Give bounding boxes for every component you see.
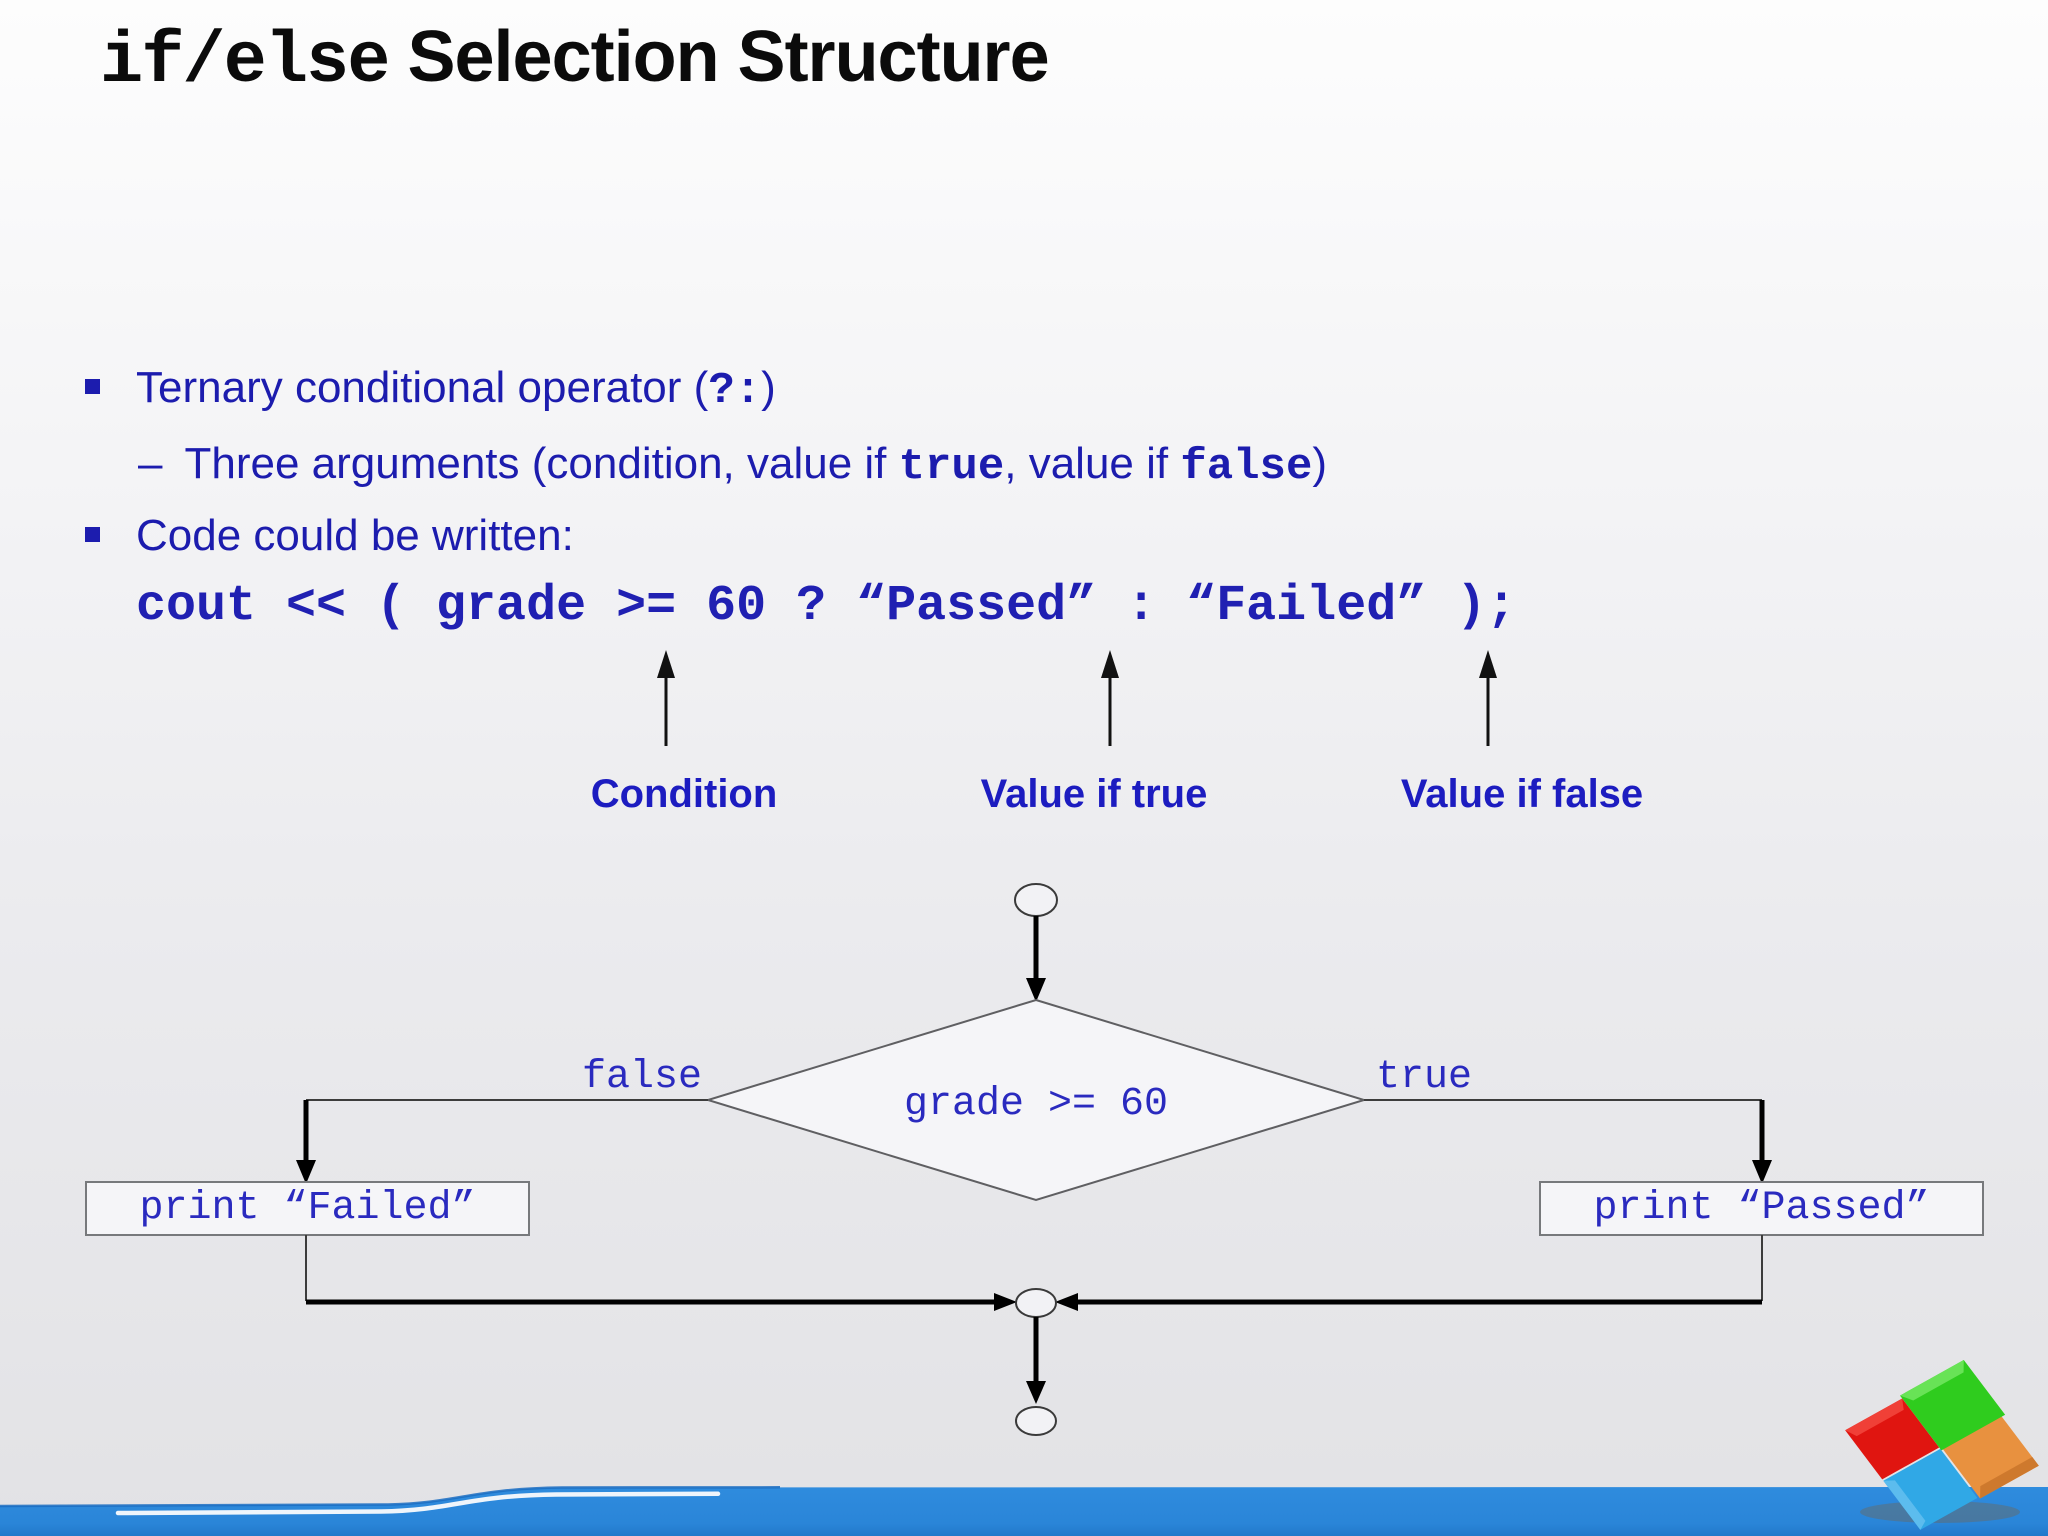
failed-to-merge-line xyxy=(305,1235,1017,1311)
up-arrow-value-true-icon xyxy=(1101,650,1119,746)
passed-process-box xyxy=(1539,1181,1984,1236)
cube-bevel-blue xyxy=(1883,1480,1926,1530)
subbullet-text-pre: Three arguments (condition, value if xyxy=(184,439,899,488)
cube-bevel-green xyxy=(1900,1360,1964,1401)
merge-connector xyxy=(1015,1288,1057,1318)
subbullet-close-paren: ) xyxy=(1312,439,1328,488)
bullet2-text: Code could be written: xyxy=(136,511,574,560)
wave-top-edge-shadow xyxy=(0,1486,781,1508)
true-branch-line xyxy=(1364,1099,1772,1184)
subbullet-text-mid: , value if xyxy=(1004,439,1181,488)
title-code-part: if/else xyxy=(100,21,390,103)
bullet1-operator-code: ?: xyxy=(708,366,762,416)
subbullet-three-arguments: –Three arguments (condition, value if tr… xyxy=(138,439,1328,492)
wave-highlight-stripe xyxy=(115,1491,721,1516)
arrow-start-to-decision xyxy=(1026,916,1046,1002)
passed-box-text: print “Passed” xyxy=(1593,1186,1930,1231)
bullet1-close-paren: ) xyxy=(761,363,776,412)
dash-icon: – xyxy=(138,439,163,488)
bullet1-text: Ternary conditional operator ( xyxy=(136,363,709,412)
failed-process-box xyxy=(85,1181,530,1236)
subbullet-true-code: true xyxy=(898,442,1005,492)
cube-bevel-orange xyxy=(1980,1457,2039,1499)
page-title: if/else Selection Structure xyxy=(100,17,1050,103)
passed-to-merge-line xyxy=(1055,1235,1763,1311)
bullet-square-icon xyxy=(85,527,100,542)
label-value-if-true: Value if true xyxy=(980,772,1208,816)
end-terminal xyxy=(1015,1406,1057,1436)
cube-bevel-red xyxy=(1845,1398,1904,1437)
true-branch-label: true xyxy=(1375,1055,1473,1100)
code-line: cout << ( grade >= 60 ? “Passed” : “Fail… xyxy=(136,578,1517,635)
decision-diamond xyxy=(704,998,1368,1202)
label-value-if-false: Value if false xyxy=(1400,772,1644,816)
label-condition: Condition xyxy=(590,772,778,816)
up-arrow-condition-icon xyxy=(657,650,675,746)
false-branch-label: false xyxy=(581,1055,703,1100)
start-terminal xyxy=(1014,883,1058,917)
logo-cube-icon xyxy=(1845,1360,2039,1530)
failed-box-text: print “Failed” xyxy=(139,1186,476,1231)
bullet-square-icon xyxy=(85,379,100,394)
footer-wave xyxy=(0,1486,2048,1536)
up-arrow-value-false-icon xyxy=(1479,650,1497,746)
subbullet-false-code: false xyxy=(1180,442,1313,492)
title-text-part: Selection Structure xyxy=(388,17,1049,97)
arrow-merge-to-end xyxy=(1026,1317,1046,1404)
false-branch-line xyxy=(296,1099,708,1184)
wave-band-shape xyxy=(0,1487,2048,1536)
decision-condition-text: grade >= 60 xyxy=(903,1082,1169,1127)
bullet-code-could-be-written: Code could be written: xyxy=(85,514,574,558)
bullet-ternary-operator: Ternary conditional operator (?:) xyxy=(85,366,776,413)
